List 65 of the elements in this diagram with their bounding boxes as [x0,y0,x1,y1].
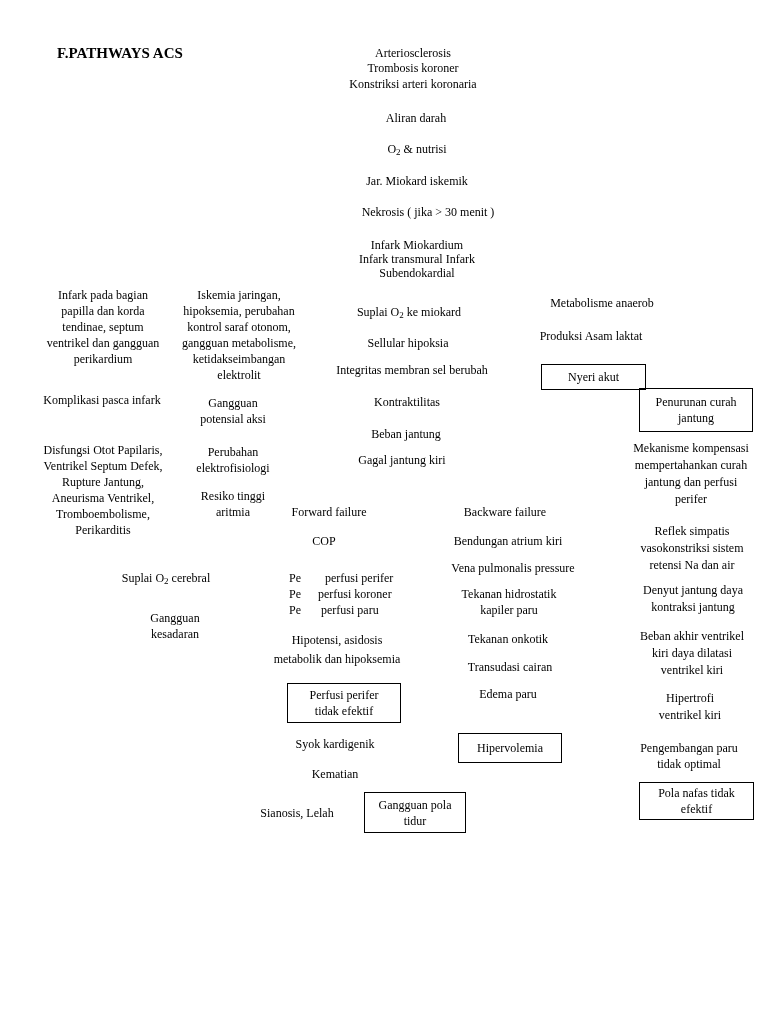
pathway-step-text: Resiko tinggi aritmia [199,488,267,520]
pathway-step-text: Kontraktilitas [374,394,440,410]
pathway-step-text: Syok kardigenik [295,736,375,752]
diagnosis-box [639,782,754,820]
pathway-step-text: Beban akhir ventrikel kiri daya dilatasi ventrikel kiri [639,628,745,679]
pathway-step-text: Edema paru [479,686,537,702]
diagnosis-text: Hipervolemia [477,740,543,756]
pathway-step-text: perfusi paru [321,602,379,618]
pathway-step-text: Komplikasi pasca infark [43,392,161,408]
diagnosis-box [639,388,753,432]
pathway-step-text: Produksi Asam laktat [539,328,643,344]
pathway-step-text: Perubahan elektrofisiologi [195,444,271,476]
pathway-step-text: Sianosis, Lelah [260,805,334,821]
pathway-step-text: perfusi koroner [318,586,392,602]
diagnosis-box [541,364,646,390]
pathway-step-text: Metabolisme anaerob [550,295,654,311]
pathway-step-text: Hipotensi, asidosis metabolik dan hipoksemia [272,632,402,668]
pathway-step-text: Sellular hipoksia [367,335,449,351]
diagnosis-box [364,792,466,833]
pathway-step-text: Vena pulmonalis pressure [451,560,575,576]
pathway-step-text: Kematian [311,766,359,782]
pathway-step-text: Tekanan onkotik [467,631,549,647]
pathway-step-text: Reflek simpatis vasokonstriksi sistem retensi Na dan air [639,523,745,574]
pathway-step-text: Trombosis koroner [367,60,459,76]
pathway-step-text: Suplai O$_{2}$ ke miokard [356,304,462,320]
diagram-title: F.PATHWAYS ACS [57,44,183,62]
pathway-step-text: Mekanisme kompensasi mempertahankan curah jantung dan perfusi perifer [632,440,750,508]
diagnosis-box [458,733,562,763]
pathway-step-text: Gangguan kesadaran [149,610,201,642]
pathway-step-text: Transudasi cairan [467,659,553,675]
pathway-step-text: perfusi perifer [325,570,394,586]
pathway-step-text: Arteriosclerosis [375,45,451,61]
pathway-step-text: Tekanan hidrostatik kapiler paru [460,586,558,618]
pathway-step-text: Disfungsi Otot Papilaris, Ventrikel Septum Defek, Rupture Jantung, Aneurisma Ventrikel, Tromboembolisme, Perikarditis [42,442,164,538]
pathway-step-text: Iskemia jaringan, hipoksemia, perubahan kontrol saraf otonom, gangguan metabolisme, ketidakseimbangan elektrolit [181,287,297,383]
pathway-step-text: Konstriksi arteri koronaria [349,76,477,92]
pathway-step-text: Pe [289,586,301,602]
pathway-step-text: Gangguan potensial aksi [199,395,267,427]
pathway-step-text: Subendokardial [379,265,455,281]
pathway-step-text: Backware failure [463,504,547,520]
pathway-step-text: Pe [289,570,301,586]
pathway-step-text: Bendungan atrium kiri [453,533,563,549]
pathway-step-text: O$_{2}$ & nutrisi [387,141,447,157]
pathway-step-text: Gagal jantung kiri [358,452,446,468]
diagnosis-text: Pola nafas tidak efektif [657,785,736,817]
diagnosis-box [287,683,401,723]
pathway-step-text: Infark pada bagian papilla dan korda tendinae, septum ventrikel dan gangguan perikardium [45,287,161,367]
diagnosis-text: Perfusi perifer tidak efektif [308,687,380,719]
diagnosis-text: Gangguan pola tidur [377,796,453,829]
pathway-step-text: COP [312,533,336,549]
pathway-step-text: Pengembangan paru tidak optimal [639,740,739,772]
diagnosis-text: Nyeri akut [568,369,619,385]
pathway-step-text: Pe [289,602,301,618]
pathway-step-text: Suplai O$_{2}$ cerebral [121,570,211,586]
pathway-step-text: Infark Miokardium [370,237,464,253]
pathway-step-text: Nekrosis ( jika > 30 menit ) [361,204,495,220]
pathway-step-text: Beban jantung [371,426,441,442]
pathway-step-text: Integritas membran sel berubah [336,362,488,378]
pathway-step-text: Jar. Miokard iskemik [366,173,468,189]
pathway-step-text: Infark transmural Infark [359,251,475,267]
pathway-step-text: Aliran darah [385,110,447,126]
pathway-step-text: Denyut jantung daya kontraksi jantung [642,582,744,616]
pathway-step-text: Hipertrofi ventrikel kiri [657,690,723,724]
diagnosis-text: Penurunan curah jantung [654,394,738,426]
pathway-step-text: Forward failure [291,504,367,520]
